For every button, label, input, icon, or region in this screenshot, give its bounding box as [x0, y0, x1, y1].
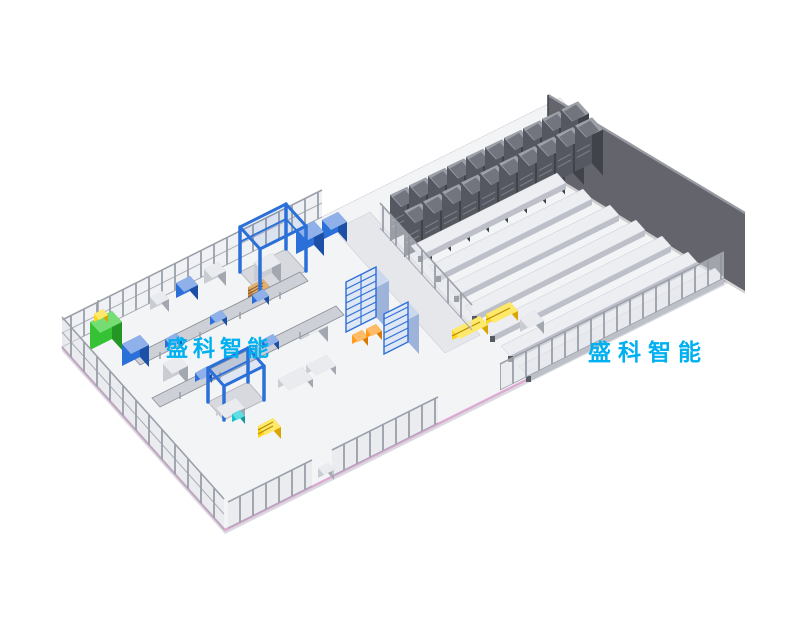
- small-machine-gray-2: [204, 262, 226, 286]
- palletizer-gantry: [206, 346, 266, 424]
- safety-fence-bottom-b: [331, 396, 439, 477]
- product-box-orange: [352, 330, 368, 346]
- outfeed-table: [216, 398, 245, 418]
- conveyor-block: [210, 310, 227, 326]
- safety-fence-bottom-a: [227, 459, 313, 529]
- machine-gray-mid: [163, 356, 188, 384]
- conveyor-block: [165, 333, 182, 349]
- conveyor-block: [252, 289, 269, 305]
- pallet-stack-yellow: [257, 418, 281, 439]
- safety-fence-left: [61, 316, 225, 530]
- machine-area: [90, 202, 419, 439]
- product-box-orange: [366, 324, 382, 340]
- watermark-right: 盛科智能: [588, 339, 708, 366]
- hopper-yellow: [94, 309, 108, 323]
- safety-fence-aisle: [379, 202, 473, 331]
- worktable-2: [306, 355, 336, 376]
- worktable-1: [278, 367, 313, 391]
- transfer-car-gray: [520, 311, 544, 334]
- watermark-left: 盛科智能: [166, 336, 274, 362]
- stacker-rack-1: [345, 265, 389, 346]
- stacker-rack-2: [383, 300, 419, 356]
- green-mixer-machine: [90, 300, 122, 350]
- small-machine-gray-1: [150, 291, 169, 312]
- infeed-conveyor-yellow-2: [485, 302, 518, 324]
- safety-fence-right-front: [499, 251, 725, 391]
- small-machine-blue-1: [176, 276, 198, 300]
- blue-machine-module-b: [322, 212, 347, 242]
- gate-box-gray: [318, 463, 334, 480]
- conveyor-block: [262, 334, 279, 350]
- conveyor-line-upper: [131, 271, 309, 366]
- control-box-cyan: [232, 410, 245, 424]
- block-machine-gantry: [238, 202, 308, 301]
- blue-machine-left: [122, 335, 149, 367]
